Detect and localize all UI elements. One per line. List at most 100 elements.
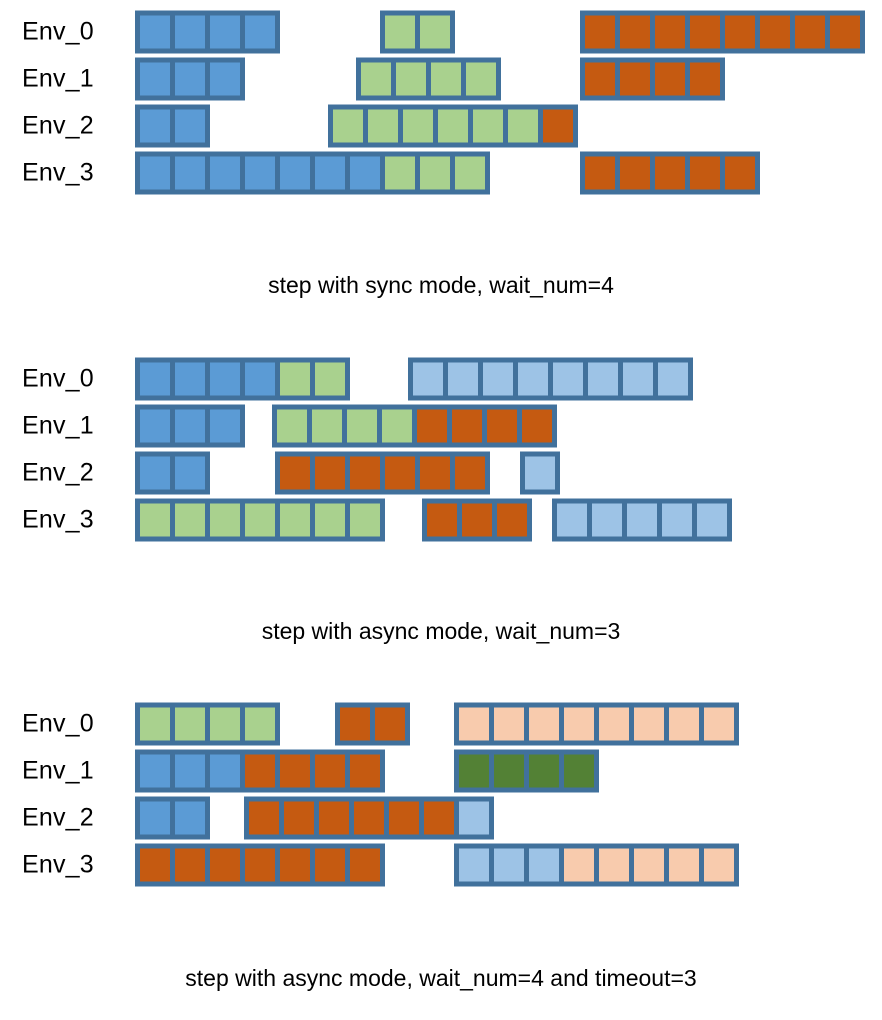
step-cell-orange (245, 754, 275, 787)
step-cell-orange (724, 15, 755, 48)
env-row-label: Env_1 (22, 411, 94, 439)
step-cell-green (140, 503, 170, 536)
env-row: Env_1 (0, 747, 882, 794)
step-cell-dark-green (493, 754, 524, 787)
step-cell-orange (451, 409, 482, 442)
step-cell-green (210, 503, 240, 536)
step-cell-orange (654, 156, 685, 189)
step-cell-green (437, 109, 468, 142)
step-cell-peach (633, 707, 664, 740)
step-cell-green (140, 707, 170, 740)
step-cell-orange (315, 754, 345, 787)
step-cell-peach (458, 707, 489, 740)
step-cell-dark-green (458, 754, 489, 787)
env-row: Env_2 (0, 102, 882, 149)
step-cell-green (346, 409, 377, 442)
env-row-label: Env_0 (22, 17, 94, 45)
step-cell-green (315, 362, 345, 395)
step-cell-peach (563, 848, 594, 881)
step-block (135, 57, 245, 100)
step-cell-blue (175, 62, 205, 95)
step-cell-green (280, 362, 310, 395)
step-cell-light-blue (661, 503, 692, 536)
step-cell-blue (140, 15, 170, 48)
step-cell-green (350, 503, 380, 536)
step-cell-orange (353, 801, 384, 834)
env-row-label: Env_1 (22, 64, 94, 92)
step-block (579, 57, 725, 100)
env-row-label: Env_2 (22, 803, 94, 831)
step-cell-orange (427, 503, 457, 536)
step-cell-orange (420, 456, 450, 489)
step-cell-green (385, 15, 415, 48)
env-row-label: Env_3 (22, 505, 94, 533)
step-cell-orange (542, 109, 573, 142)
step-cell-orange (280, 848, 310, 881)
env-row-label: Env_0 (22, 364, 94, 392)
step-cell-blue (315, 156, 345, 189)
step-cell-orange (724, 156, 755, 189)
step-cell-green (402, 109, 433, 142)
step-block (135, 357, 350, 400)
step-cell-blue (210, 62, 240, 95)
step-cell-green (175, 707, 205, 740)
step-cell-orange (315, 848, 345, 881)
step-cell-green (280, 503, 310, 536)
env-track (0, 402, 882, 449)
step-cell-orange (175, 848, 205, 881)
step-cell-orange (654, 15, 685, 48)
step-cell-light-blue (458, 801, 489, 834)
step-cell-green (381, 409, 412, 442)
step-cell-orange (794, 15, 825, 48)
step-cell-blue (140, 456, 170, 489)
step-cell-blue (210, 156, 240, 189)
env-row: Env_1 (0, 402, 882, 449)
step-cell-blue (175, 362, 205, 395)
step-cell-light-blue (556, 503, 587, 536)
step-cell-blue (210, 754, 240, 787)
step-cell-peach (633, 848, 664, 881)
step-block (135, 10, 280, 53)
env-track (0, 794, 882, 841)
step-block (135, 498, 385, 541)
env-track (0, 149, 882, 196)
step-cell-orange (462, 503, 492, 536)
step-cell-green (465, 62, 496, 95)
env-row-label: Env_2 (22, 458, 94, 486)
step-block (135, 796, 210, 839)
env-row: Env_3 (0, 841, 882, 888)
step-cell-green (360, 62, 391, 95)
step-cell-green (420, 156, 450, 189)
step-cell-light-blue (623, 362, 653, 395)
step-cell-light-blue (658, 362, 688, 395)
step-cell-orange (283, 801, 314, 834)
step-cell-green (420, 15, 450, 48)
step-cell-orange (455, 456, 485, 489)
step-cell-dark-green (563, 754, 594, 787)
step-block (275, 451, 490, 494)
step-cell-light-blue (458, 848, 489, 881)
env-track (0, 8, 882, 55)
env-row: Env_2 (0, 794, 882, 841)
step-cell-peach (668, 707, 699, 740)
step-cell-green (472, 109, 503, 142)
step-block (355, 57, 501, 100)
step-cell-light-blue (483, 362, 513, 395)
step-cell-green (455, 156, 485, 189)
step-cell-blue (140, 362, 170, 395)
env-row: Env_3 (0, 496, 882, 543)
step-cell-orange (374, 707, 405, 740)
env-row: Env_3 (0, 149, 882, 196)
step-cell-green (276, 409, 307, 442)
step-cell-blue (175, 109, 205, 142)
env-track (0, 841, 882, 888)
step-block (135, 151, 490, 194)
step-cell-orange (689, 62, 720, 95)
env-row-label: Env_3 (22, 158, 94, 186)
step-cell-orange (619, 15, 650, 48)
step-cell-light-blue (413, 362, 443, 395)
step-cell-blue (140, 409, 170, 442)
